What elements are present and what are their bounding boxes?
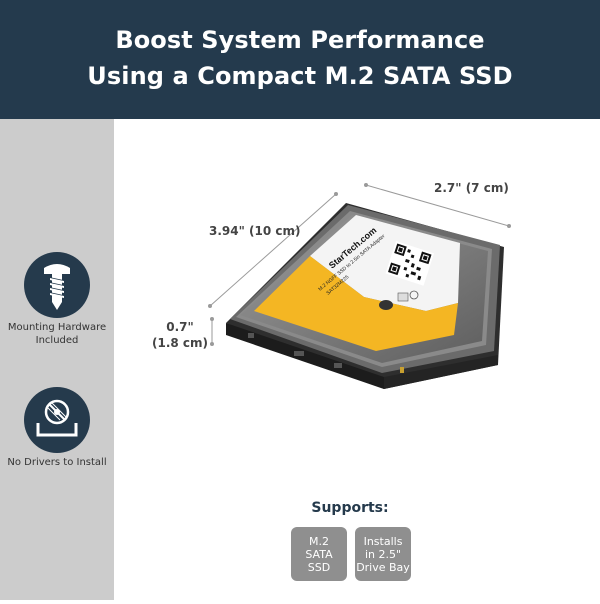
- certification-marks: [379, 290, 419, 310]
- feature-label-line-1: No Drivers to Install: [7, 457, 107, 468]
- height-dimension: 0.7" (1.8 cm): [152, 319, 208, 351]
- qr-code: [385, 241, 435, 286]
- ssd-adapter-image: StarTech.com M.2 NGFF SSD to 2.5in SATA …: [208, 183, 511, 389]
- support-tag-drive-bay: Installs in 2.5" Drive Bay: [355, 527, 411, 581]
- headline-line-1: Boost System Performance: [115, 26, 485, 54]
- tag-line: Installs: [363, 534, 403, 548]
- feature-label-line-2: Included: [35, 335, 79, 346]
- support-tag-m2-sata-ssd: M.2 SATA SSD: [291, 527, 347, 581]
- mounting-hardware-label: Mounting Hardware Included: [0, 321, 114, 347]
- screw-icon: [24, 252, 90, 318]
- header-banner: Boost System Performance Using a Compact…: [0, 0, 600, 119]
- supports-heading: Supports:: [311, 500, 389, 516]
- tag-line: Drive Bay: [356, 560, 410, 574]
- height-value-cm: (1.8 cm): [152, 336, 209, 350]
- tag-line: M.2: [309, 534, 329, 548]
- headline-line-2: Using a Compact M.2 SATA SSD: [87, 62, 513, 90]
- feature-label-line-1: Mounting Hardware: [7, 322, 107, 333]
- tag-line: SATA: [305, 547, 333, 561]
- tag-line: in 2.5": [364, 547, 402, 561]
- length-dimension: 3.94" (10 cm): [209, 224, 301, 238]
- height-value-inches: 0.7": [166, 320, 194, 334]
- product-area: StarTech.com M.2 NGFF SSD to 2.5in SATA …: [114, 119, 600, 600]
- width-dimension: 2.7" (7 cm): [434, 181, 509, 195]
- feature-sidebar: Mounting Hardware Included No Drivers to…: [0, 119, 114, 600]
- no-drivers-label: No Drivers to Install: [0, 456, 114, 469]
- tag-line: SSD: [307, 560, 331, 574]
- no-drivers-icon: [24, 387, 90, 453]
